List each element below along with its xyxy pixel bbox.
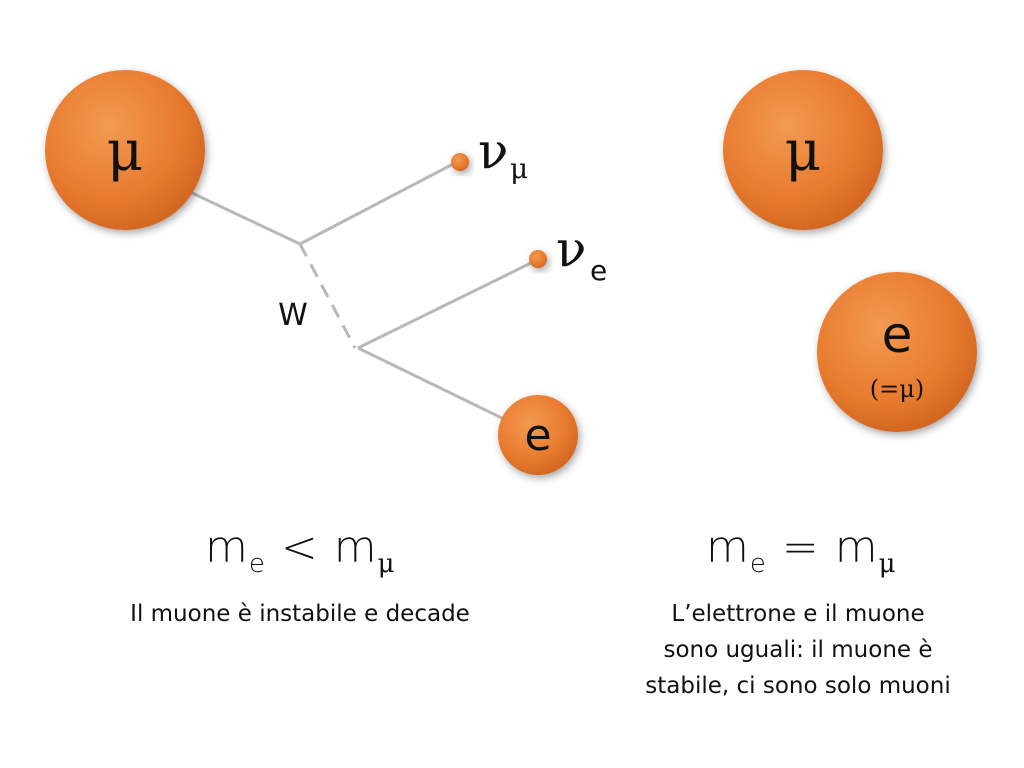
formula-left-lhs-sub: e (248, 549, 266, 579)
electron-line (357, 346, 507, 422)
formula-left-lhs: m (205, 522, 249, 573)
formula-right: me = mμ (706, 522, 897, 579)
caption-right-line-2: sono uguali: il muone è (663, 637, 933, 663)
muon-particle-right (723, 70, 883, 230)
muon-label: μ (107, 119, 143, 184)
caption-right-line-3: stabile, ci sono solo muoni (645, 673, 951, 699)
electron-label: e (524, 410, 551, 461)
nu-e-line (357, 259, 536, 350)
formula-right-op: = (781, 522, 820, 573)
nu-mu-subscript: μ (510, 152, 528, 185)
formula-right-lhs-sub: e (749, 549, 767, 579)
caption-right-line-1: L’elettrone e il muone (671, 601, 925, 627)
muon-label-right: μ (785, 119, 821, 184)
w-boson-line (298, 243, 357, 349)
electron-label-right: e (882, 306, 913, 364)
formula-left-rhs: m (333, 522, 378, 573)
nu-e-subscript: e (590, 254, 607, 287)
w-boson-label: W (278, 298, 308, 333)
formula-left-rhs-sub: μ (377, 549, 396, 579)
electron-note-right: (=μ) (870, 375, 924, 403)
nu-e-particle (529, 250, 547, 268)
muon-particle (45, 70, 205, 230)
formula-left-op: < (280, 522, 319, 573)
caption-left: Il muone è instabile e decade (130, 601, 470, 627)
formula-right-rhs: m (834, 522, 879, 573)
electron-particle (498, 395, 578, 475)
formula-left: me < mμ (205, 522, 396, 579)
formula-right-rhs-sub: μ (878, 549, 897, 579)
nu-mu-symbol: ν (478, 122, 508, 180)
muon-line (191, 191, 301, 246)
formula-right-lhs: m (706, 522, 750, 573)
caption-right: L’elettrone e il muone sono uguali: il m… (618, 596, 978, 704)
nu-mu-line (299, 161, 456, 246)
nu-mu-particle (451, 153, 469, 171)
electron-particle-right (817, 272, 977, 432)
nu-e-symbol: ν (556, 220, 586, 278)
